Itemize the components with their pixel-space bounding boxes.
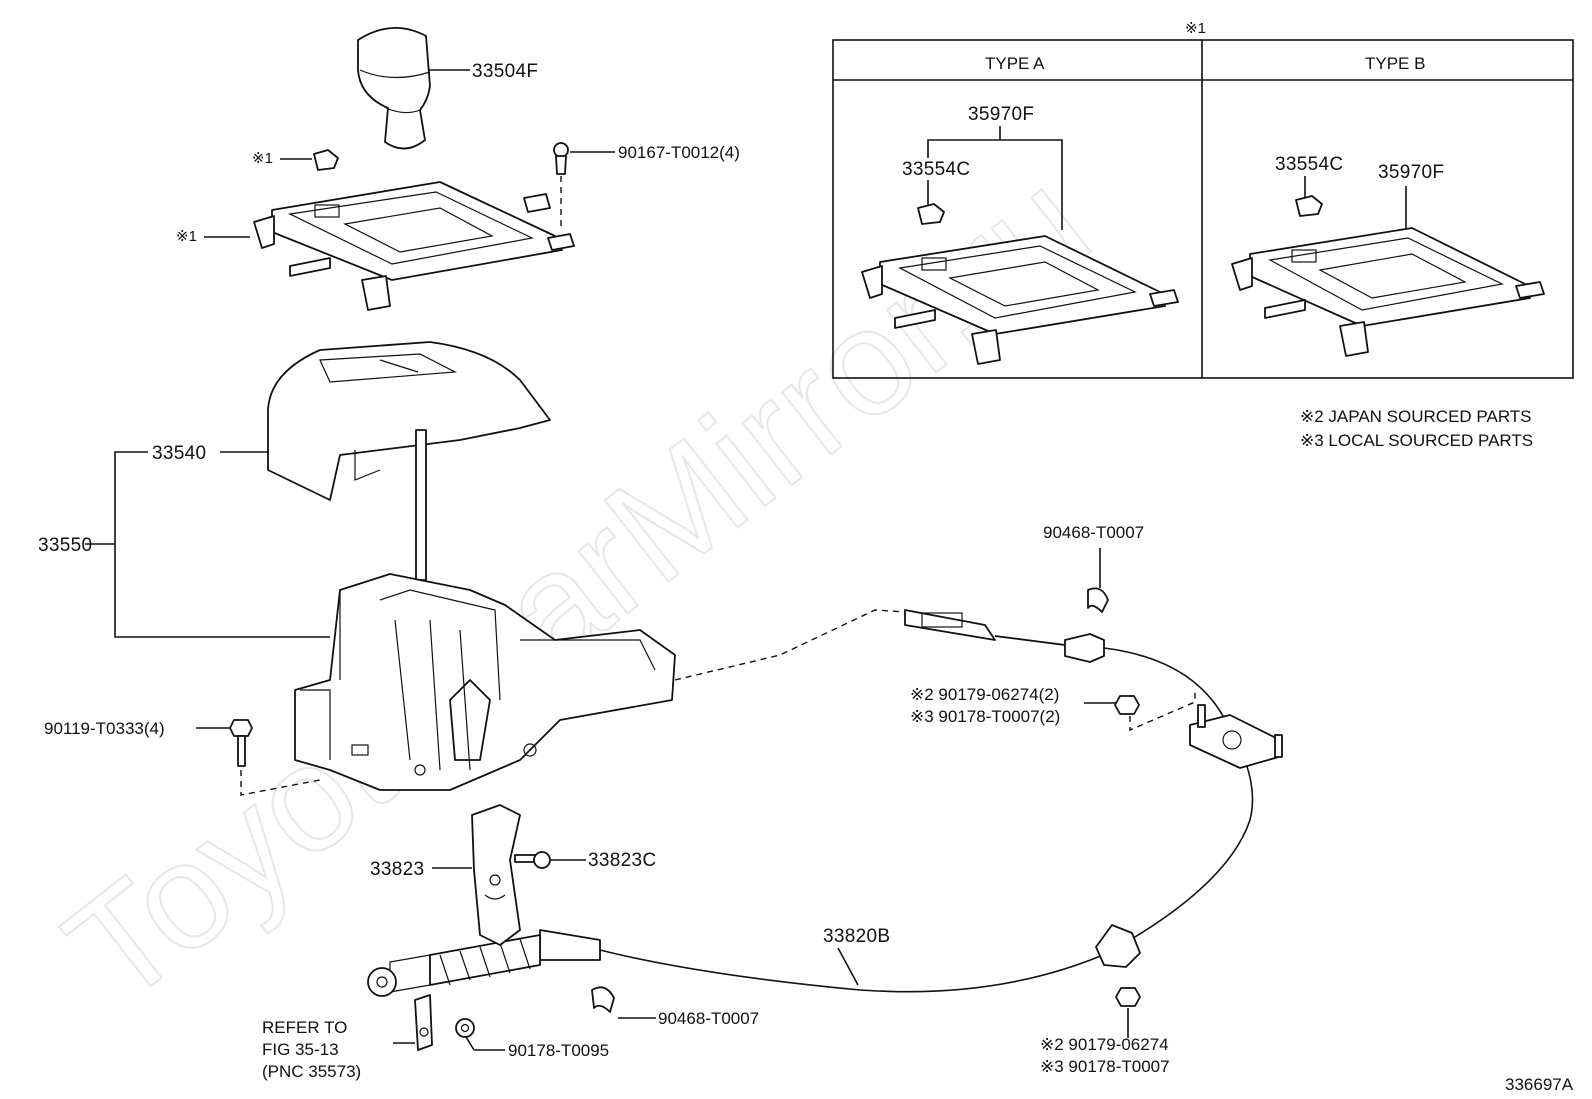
type-b-bezel bbox=[1231, 227, 1545, 357]
shift-cover bbox=[267, 341, 551, 501]
shift-cable bbox=[367, 609, 1254, 997]
washer-icon bbox=[455, 1018, 475, 1038]
label-33820b: 33820B bbox=[823, 926, 890, 947]
inset-marker: ※1 bbox=[1185, 20, 1206, 37]
label-nut-lower-local: ※3 90178-T0007 bbox=[1040, 1057, 1170, 1076]
note-local-sourced: ※3 LOCAL SOURCED PARTS bbox=[1300, 431, 1533, 450]
cable-end-bracket bbox=[414, 994, 433, 1051]
diagram-id: 336697A bbox=[1505, 1075, 1574, 1094]
nut-lower-icon bbox=[1115, 987, 1141, 1007]
label-33823: 33823 bbox=[370, 859, 424, 880]
clip-upper-icon bbox=[1087, 587, 1109, 613]
label-refer-pnc: (PNC 35573) bbox=[262, 1062, 361, 1081]
type-b-part-33554c: 33554C bbox=[1275, 154, 1343, 175]
label-nut-upper-local: ※3 90178-T0007(2) bbox=[910, 707, 1060, 726]
type-a-part-35970f: 35970F bbox=[968, 104, 1034, 125]
type-a-title: TYPE A bbox=[985, 54, 1045, 73]
label-clip-marker: ※1 bbox=[252, 150, 273, 167]
label-90178-t0095: 90178-T0095 bbox=[508, 1041, 609, 1060]
label-bezel-marker: ※1 bbox=[176, 228, 197, 245]
label-90468-t0007-lower: 90468-T0007 bbox=[658, 1009, 759, 1028]
type-b-part-35970f: 35970F bbox=[1378, 162, 1444, 183]
type-a-bezel bbox=[861, 235, 1179, 365]
shift-bezel bbox=[253, 181, 575, 311]
note-japan-sourced: ※2 JAPAN SOURCED PARTS bbox=[1300, 407, 1532, 426]
bolt-icon bbox=[229, 719, 253, 767]
shift-lever-rod bbox=[415, 429, 427, 581]
label-nut-lower-japan: ※2 90179-06274 bbox=[1040, 1035, 1169, 1054]
label-90468-t0007-upper: 90468-T0007 bbox=[1043, 523, 1144, 542]
label-33504f: 33504F bbox=[472, 61, 538, 82]
cable-bracket bbox=[471, 804, 521, 946]
label-refer-to: REFER TO bbox=[262, 1018, 347, 1037]
label-90119-t0333: 90119-T0333(4) bbox=[44, 719, 165, 738]
type-a-part-33554c: 33554C bbox=[902, 159, 970, 180]
shift-knob bbox=[357, 27, 431, 150]
clip-icon bbox=[313, 149, 339, 171]
label-33540: 33540 bbox=[152, 443, 206, 464]
type-inset: ※1 TYPE A TYPE B 35970F 33554C 33554C 35… bbox=[832, 20, 1574, 379]
label-33550: 33550 bbox=[38, 535, 92, 556]
screw-icon bbox=[553, 142, 569, 175]
type-b-clip-icon bbox=[1295, 195, 1323, 217]
label-nut-upper-japan: ※2 90179-06274(2) bbox=[910, 685, 1059, 704]
bracket-bolt-icon bbox=[514, 851, 551, 869]
label-90167-t0012: 90167-T0012(4) bbox=[618, 143, 740, 162]
clip-lower-icon bbox=[591, 986, 615, 1013]
nut-upper-icon bbox=[1114, 695, 1140, 715]
label-refer-fig: FIG 35-13 bbox=[262, 1040, 339, 1059]
label-33823c: 33823C bbox=[588, 850, 656, 871]
cable-bracket-plate bbox=[1189, 704, 1283, 769]
type-a-clip-icon bbox=[917, 203, 945, 225]
shifter-base bbox=[294, 573, 676, 791]
type-b-title: TYPE B bbox=[1365, 54, 1425, 73]
